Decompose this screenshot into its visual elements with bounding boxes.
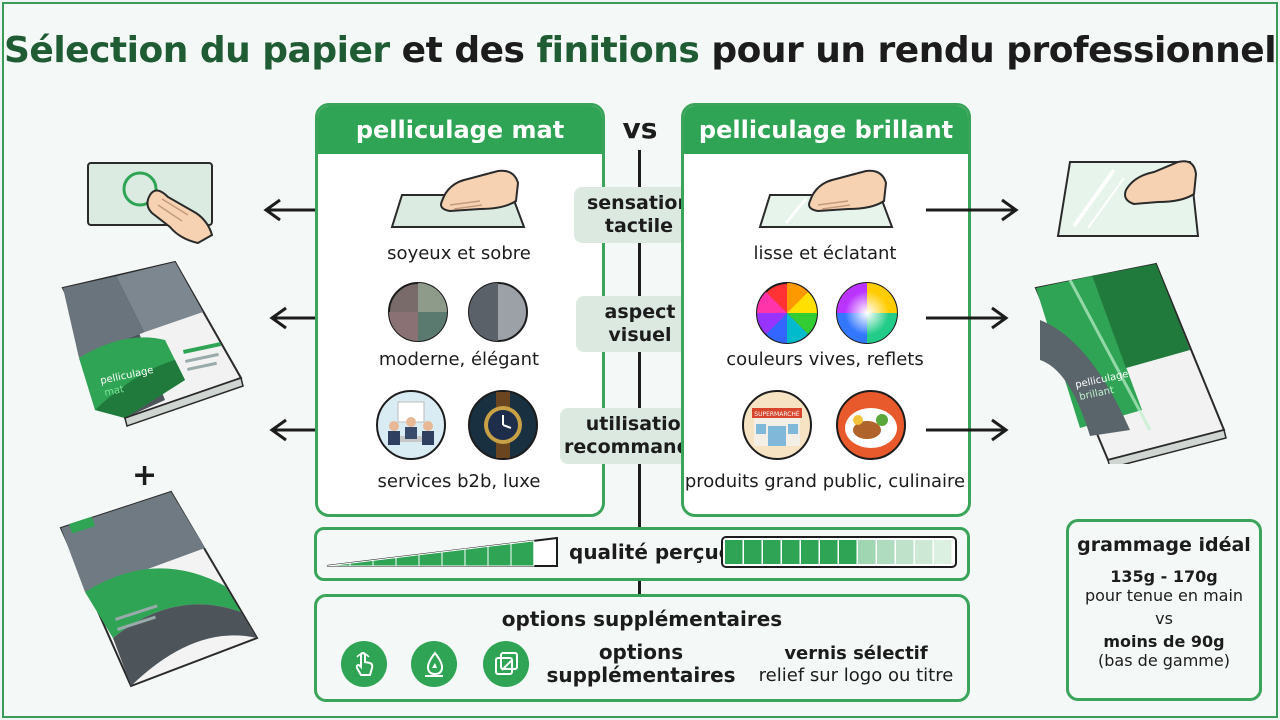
- plus-sign: +: [132, 458, 158, 493]
- matte-sheet-hand-illustration: [390, 169, 526, 228]
- matte-usage-label: services b2b, luxe: [377, 471, 541, 492]
- glossy-gauge-segment: [744, 540, 762, 564]
- options-center-line-2: supplémentaires: [546, 663, 736, 687]
- glossy-panel: pelliculage brillant: [681, 103, 971, 517]
- quality-label: qualité perçue: [569, 540, 733, 564]
- glossy-gauge-segment: [820, 540, 838, 564]
- layers-icon[interactable]: [483, 641, 529, 687]
- options-heading: options supplémentaires: [501, 607, 783, 631]
- food-plate-icon: [836, 390, 906, 460]
- matte-brochure-text-2: mat: [103, 384, 125, 399]
- drop-icon[interactable]: [411, 641, 457, 687]
- category-tactile-line-1: sensation: [586, 192, 692, 214]
- matte-brochure-second-illustration: [59, 490, 259, 688]
- quality-bar-box: qualité perçue: [314, 527, 970, 581]
- glossy-gauge-segment: [896, 540, 914, 564]
- title-part-2: et des: [389, 30, 537, 71]
- matte-gauge-segment: [372, 557, 397, 567]
- grammage-value-1: 135g - 170g: [1110, 567, 1218, 586]
- glossy-gauge-segment: [763, 540, 781, 564]
- title-part-3: finitions: [536, 30, 700, 71]
- matte-quality-gauge: [326, 536, 558, 567]
- category-usage-line-1: utilisation: [585, 413, 695, 435]
- matte-color-swatch-2: [468, 282, 528, 342]
- vs-label: vs: [622, 112, 658, 145]
- category-usage-line-2: recommandée: [564, 436, 716, 458]
- glossy-sheet-hand-illustration: [758, 169, 894, 228]
- matte-gauge-segment: [510, 540, 535, 567]
- matte-panel-header: pelliculage mat: [318, 106, 602, 154]
- options-center-line-1: options: [598, 640, 684, 664]
- options-right-line-2: relief sur logo ou titre: [758, 665, 954, 686]
- page-title: Sélection du papier et des finitions pou…: [0, 30, 1280, 71]
- touch-icon[interactable]: [341, 641, 387, 687]
- glossy-gauge-segment: [782, 540, 800, 564]
- category-visual-line-2: visuel: [608, 324, 672, 346]
- matte-gauge-segment: [418, 551, 443, 567]
- glossy-gauge-segment: [725, 540, 743, 564]
- supermarket-sign: SUPERMARCHÉ: [754, 410, 800, 418]
- grammage-box: grammage idéal 135g - 170g pour tenue en…: [1066, 519, 1262, 701]
- glossy-gauge-segment: [801, 540, 819, 564]
- glossy-touch-card-illustration: [1056, 160, 1200, 237]
- watch-icon: [468, 390, 538, 460]
- glossy-gauge-segment: [858, 540, 876, 564]
- grammage-heading: grammage idéal: [1077, 534, 1251, 556]
- matte-touch-card-illustration: [87, 162, 214, 245]
- grammage-vs: vs: [1155, 609, 1173, 628]
- glossy-quality-gauge: [721, 536, 957, 568]
- glossy-panel-header: pelliculage brillant: [684, 106, 968, 154]
- arrow-right-2: [926, 306, 1009, 330]
- title-part-4: pour un rendu professionnel: [699, 30, 1277, 71]
- matte-gauge-segment: [464, 545, 489, 567]
- grammage-value-2: moins de 90g: [1103, 632, 1225, 651]
- glossy-gauge-segment: [915, 540, 933, 564]
- center-spine: [638, 150, 641, 610]
- matte-brochure-illustration: pelliculage mat: [61, 260, 244, 427]
- options-right-line-1: vernis sélectif: [784, 643, 928, 664]
- matte-color-swatch-1: [388, 282, 448, 342]
- glossy-visual-label: couleurs vives, reflets: [726, 349, 924, 370]
- title-part-1: Sélection du papier: [3, 30, 390, 71]
- category-visual-line-1: aspect: [604, 301, 676, 323]
- grammage-desc-1: pour tenue en main: [1084, 586, 1244, 605]
- arrow-right-3: [926, 418, 1009, 442]
- matte-gauge-segment: [487, 543, 512, 567]
- supermarket-icon: SUPERMARCHÉ: [742, 390, 812, 460]
- matte-panel: pelliculage mat: [315, 103, 605, 517]
- options-box: options supplémentaires options suppléme…: [314, 594, 970, 702]
- arrow-right-1: [926, 198, 1019, 222]
- glossy-color-wheel-1: [756, 282, 818, 344]
- matte-tactile-label: soyeux et sobre: [387, 243, 531, 264]
- glossy-brochure-illustration: pelliculage brillant: [1034, 262, 1227, 464]
- glossy-usage-label: produits grand public, culinaire: [684, 471, 966, 492]
- options-center-label: options supplémentaires: [541, 641, 741, 687]
- glossy-tactile-label: lisse et éclatant: [753, 243, 897, 264]
- glossy-gauge-segment: [877, 540, 895, 564]
- business-meeting-icon: [376, 390, 446, 460]
- options-right-label: vernis sélectif relief sur logo ou titre: [751, 643, 961, 687]
- glossy-color-wheel-2: [836, 282, 898, 344]
- matte-visual-label: moderne, élégant: [378, 349, 540, 370]
- glossy-gauge-segment: [839, 540, 857, 564]
- grammage-desc-2: (bas de gamme): [1098, 651, 1230, 670]
- matte-gauge-segment: [441, 548, 466, 567]
- glossy-gauge-segment: [934, 540, 952, 564]
- category-tactile-line-2: tactile: [604, 215, 674, 237]
